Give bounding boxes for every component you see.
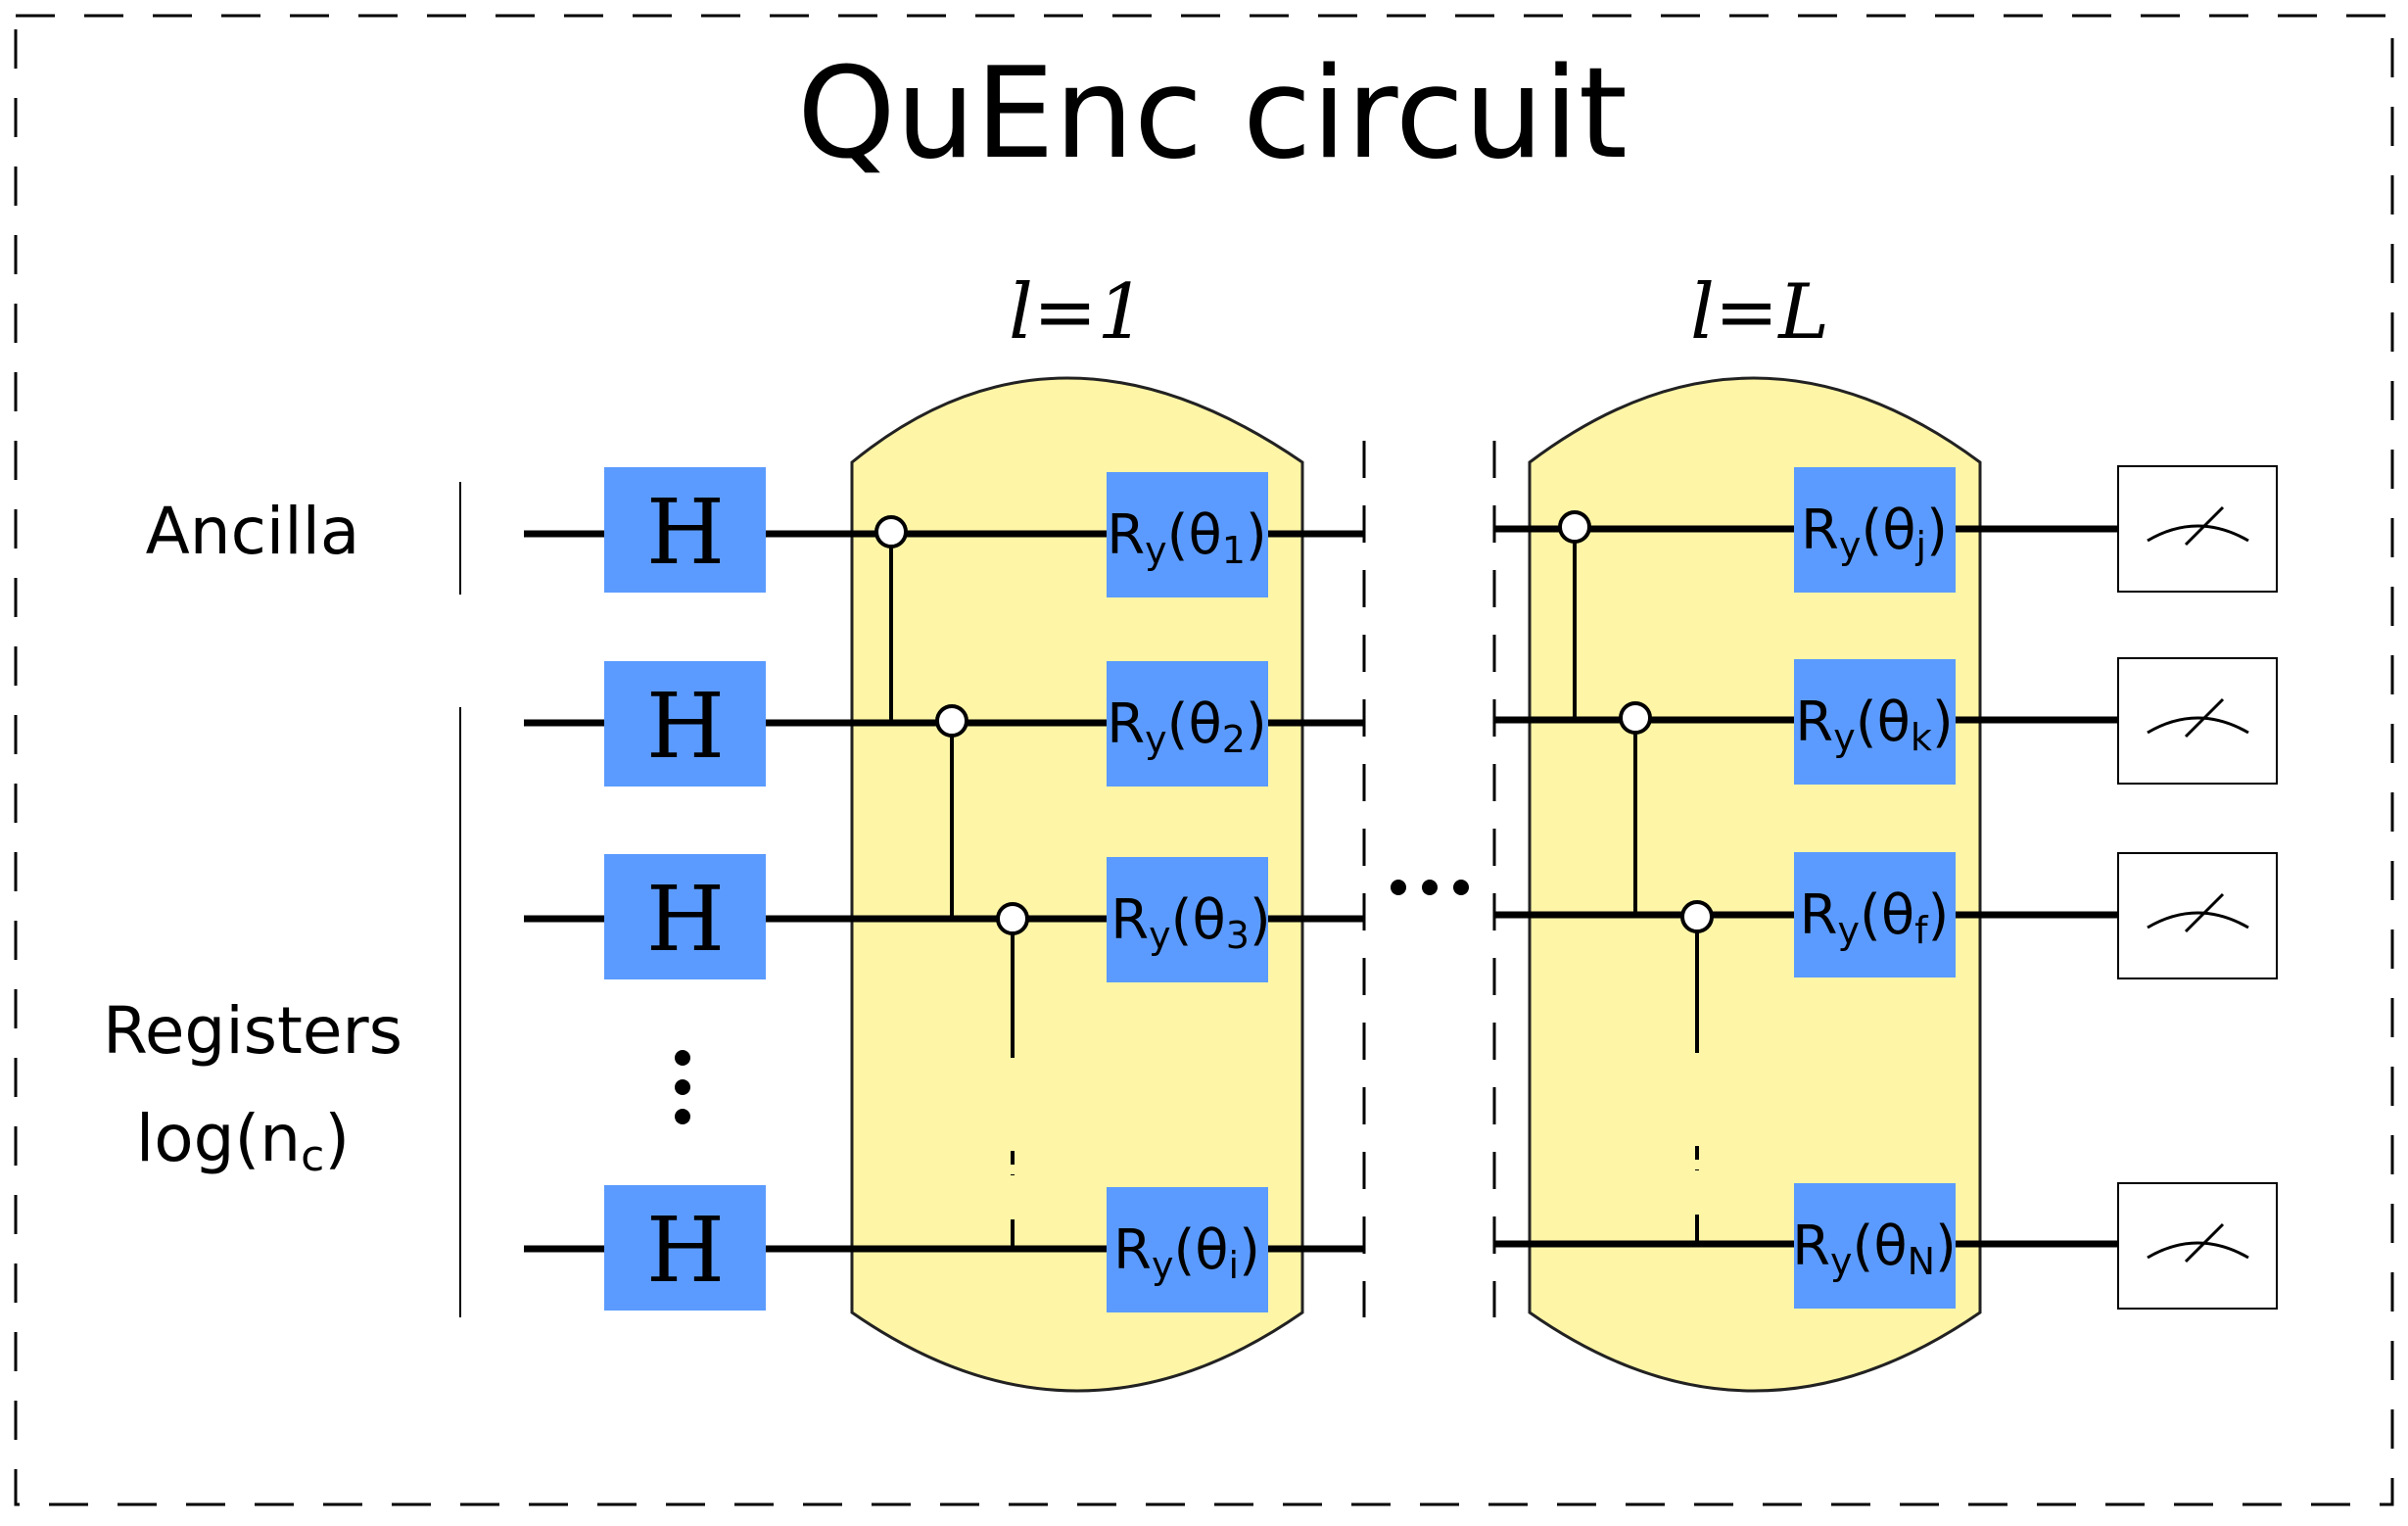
ry-gate-3 — [1107, 857, 1268, 982]
rotation-gates-first: Ry(θ1) Ry(θ2) Ry(θ3) Ry(θi) — [1107, 472, 1271, 1312]
entangling-ladder-last — [1558, 510, 1714, 1244]
meter-icon — [2117, 1182, 2278, 1310]
h-gate-reg1-label: H — [646, 674, 725, 779]
hadamard-gates: H H H H — [604, 467, 766, 1311]
ry-gate-f-label: Ry(θf) — [1800, 883, 1950, 952]
ry-gate-n — [1794, 1183, 1956, 1309]
control-dot-icon — [874, 515, 908, 548]
h-gate-reg2-label: H — [646, 867, 725, 972]
layer-label-last: l=L — [1690, 268, 1829, 357]
h-gate-reg1 — [604, 661, 766, 787]
ry-gate-i — [1107, 1187, 1268, 1312]
control-dot-icon — [1619, 701, 1652, 735]
register-ellipsis — [675, 1050, 690, 1124]
ry-gate-1 — [1107, 472, 1268, 597]
ry-gate-n-label: Ry(θN) — [1792, 1215, 1957, 1283]
ry-gate-2 — [1107, 661, 1268, 787]
ry-gate-j — [1794, 467, 1956, 593]
control-dot-icon — [1558, 510, 1591, 544]
output-wires — [1956, 525, 2120, 1248]
diagram-title: QuEnc circuit — [797, 41, 1628, 187]
h-gate-reg2 — [604, 854, 766, 979]
ry-gate-i-label: Ry(θi) — [1113, 1218, 1260, 1287]
control-dot-icon — [935, 704, 968, 738]
layer-label-first: l=1 — [1009, 268, 1146, 357]
outer-frame — [14, 14, 2394, 1506]
meter-icon — [2117, 657, 2278, 785]
ry-gate-k — [1794, 659, 1956, 785]
h-gate-regn — [604, 1185, 766, 1311]
control-dot-icon — [1680, 900, 1714, 933]
h-gate-regn-label: H — [646, 1198, 725, 1303]
h-gate-ancilla — [604, 467, 766, 593]
meter-icon — [2117, 465, 2278, 593]
ancilla-label: Ancilla — [146, 494, 360, 569]
entangling-ladder-first — [874, 515, 1029, 1249]
ry-gate-2-label: Ry(θ2) — [1107, 692, 1267, 761]
layer-ellipsis — [1391, 880, 1469, 895]
ry-gate-3-label: Ry(θ3) — [1110, 888, 1271, 957]
meter-icon — [2117, 852, 2278, 979]
rotation-gates-last: Ry(θj) Ry(θk) Ry(θf) Ry(θN) — [1792, 467, 1957, 1309]
log-label: log(nc) — [136, 1101, 350, 1181]
ry-gate-j-label: Ry(θj) — [1801, 499, 1948, 567]
ry-gate-1-label: Ry(θ1) — [1107, 503, 1267, 572]
registers-label: Registers — [103, 993, 402, 1069]
measurements — [2117, 465, 2278, 1310]
ry-gate-k-label: Ry(θk) — [1795, 691, 1953, 759]
control-dot-icon — [996, 902, 1029, 935]
ry-gate-f — [1794, 852, 1956, 978]
layer-block-first — [850, 376, 1304, 1393]
h-gate-ancilla-label: H — [646, 480, 725, 585]
layer-block-last — [1528, 376, 1982, 1393]
